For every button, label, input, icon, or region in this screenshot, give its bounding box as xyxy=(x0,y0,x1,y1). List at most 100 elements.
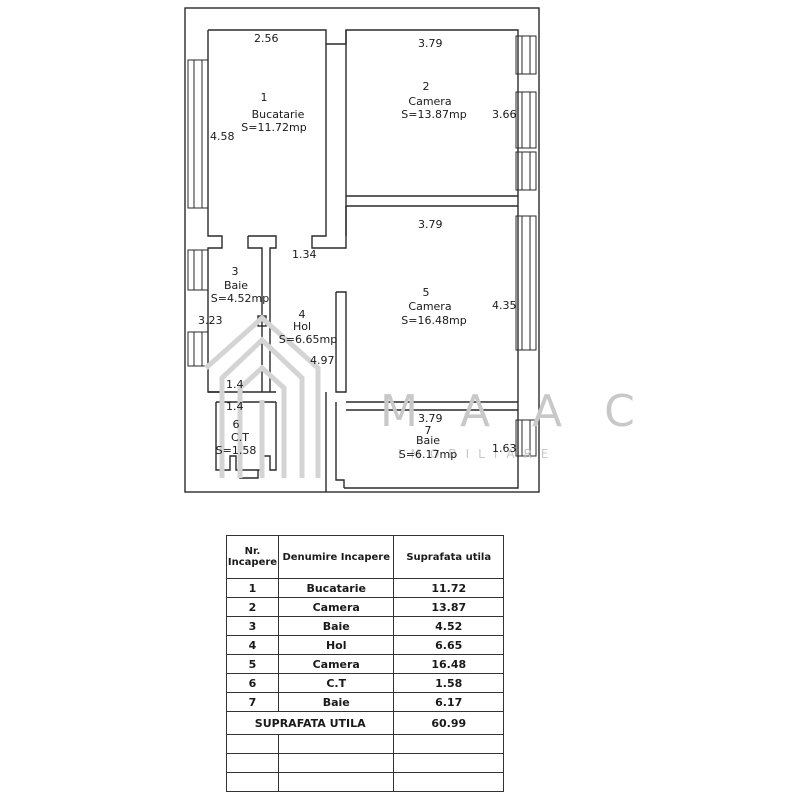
cell-nr: 2 xyxy=(226,597,279,617)
window-kitchen xyxy=(187,59,209,209)
watermark: M A A C IMOBILIARE xyxy=(204,314,649,478)
dim-4-35: 4.35 xyxy=(492,299,517,312)
empty-row xyxy=(226,753,504,773)
room-1-label: 1 Bucatarie S=11.72mp xyxy=(241,91,306,134)
dim-4-58: 4.58 xyxy=(210,130,235,143)
room-labels: 1 Bucatarie S=11.72mp 2 Camera S=13.87mp… xyxy=(211,80,467,461)
cell-area: 6.65 xyxy=(393,635,504,655)
room-6-nr: 6 xyxy=(233,418,240,431)
total-value: 60.99 xyxy=(393,711,504,735)
room-3-name: Baie xyxy=(224,279,248,292)
room-4-nr: 4 xyxy=(299,308,306,321)
room-2-name: Camera xyxy=(408,95,451,108)
windows xyxy=(187,35,537,457)
ct-walls xyxy=(215,402,277,471)
room-4-name: Hol xyxy=(293,320,311,333)
room-6-area: S=1.58 xyxy=(216,444,257,457)
room-5-name: Camera xyxy=(408,300,451,313)
empty-cell xyxy=(226,753,279,773)
empty-cell xyxy=(277,734,395,754)
empty-cell xyxy=(393,753,504,773)
dim-3-79-top: 3.79 xyxy=(418,37,443,50)
empty-row xyxy=(226,734,504,754)
cell-area: 16.48 xyxy=(393,654,504,674)
header-nr: Nr. Incapere xyxy=(226,535,279,579)
room-6-label: 6 C.T S=1.58 xyxy=(216,418,257,457)
room-1-nr: 1 xyxy=(261,91,268,104)
room-6-name: C.T xyxy=(231,431,249,444)
table-header-row: Nr. Incapere Denumire Incapere Suprafata… xyxy=(226,535,504,579)
kitchen-partition xyxy=(311,30,347,249)
room-4-label: 4 Hol S=6.65mp xyxy=(279,308,337,346)
room-3-nr: 3 xyxy=(232,265,239,278)
window-bath3-b xyxy=(187,331,209,367)
total-label: SUPRAFATA UTILA xyxy=(225,711,395,735)
dim-3-79-low: 3.79 xyxy=(418,412,443,425)
cell-area: 11.72 xyxy=(393,578,504,598)
room-1-area: S=11.72mp xyxy=(241,121,306,134)
ct-door xyxy=(239,470,259,479)
room-7-name: Baie xyxy=(416,434,440,447)
cell-name: Baie xyxy=(277,692,395,712)
dimension-labels: 2.56 3.79 4.58 3.66 3.79 1.34 3.23 4.35 … xyxy=(198,32,517,455)
cell-name: Camera xyxy=(277,654,395,674)
room-5-nr: 5 xyxy=(423,286,430,299)
empty-cell xyxy=(393,734,504,754)
room-1-name: Bucatarie xyxy=(252,108,305,121)
room-4-area: S=6.65mp xyxy=(279,333,337,346)
watermark-logo xyxy=(204,314,321,478)
cell-area: 13.87 xyxy=(393,597,504,617)
cell-area: 6.17 xyxy=(393,692,504,712)
inner-wall-left xyxy=(207,30,223,393)
window-bath3-a xyxy=(187,249,209,291)
dim-3-79-mid: 3.79 xyxy=(418,218,443,231)
window-room2-b xyxy=(515,91,537,149)
dim-3-23: 3.23 xyxy=(198,314,223,327)
dim-4-97: 4.97 xyxy=(310,354,335,367)
room-2-area: S=13.87mp xyxy=(401,108,466,121)
cell-nr: 1 xyxy=(226,578,279,598)
empty-row xyxy=(226,772,504,792)
cell-name: Hol xyxy=(277,635,395,655)
room-2-label: 2 Camera S=13.87mp xyxy=(401,80,466,121)
room-5-area: S=16.48mp xyxy=(401,314,466,327)
window-bath7 xyxy=(515,419,537,457)
dim-1-63: 1.63 xyxy=(492,442,517,455)
dim-3-66: 3.66 xyxy=(492,108,517,121)
cell-nr: 4 xyxy=(226,635,279,655)
empty-cell xyxy=(277,772,395,792)
window-room2-a xyxy=(515,35,537,75)
room-2-nr: 2 xyxy=(423,80,430,93)
floor-plan: M A A C IMOBILIARE 2.56 3.79 4.58 3.66 3… xyxy=(184,7,649,493)
room-7-label: 7 Baie S=6.17mp xyxy=(399,424,457,461)
cell-name: Bucatarie xyxy=(277,578,395,598)
header-area: Suprafata utila xyxy=(393,535,504,579)
header-name: Denumire Incapere xyxy=(277,535,395,579)
dim-1-4-a: 1.4 xyxy=(226,378,244,391)
window-room2-c xyxy=(515,151,537,191)
empty-cell xyxy=(277,753,395,773)
area-table-grid: Nr. Incapere Denumire Incapere Suprafata… xyxy=(225,535,504,792)
cell-area: 1.58 xyxy=(393,673,504,693)
watermark-sub: IMOBILIARE xyxy=(398,447,557,461)
empty-cell xyxy=(226,772,279,792)
area-table: Nr. Incapere Denumire Incapere Suprafata… xyxy=(225,535,504,792)
cell-area: 4.52 xyxy=(393,616,504,636)
cell-nr: 7 xyxy=(226,692,279,712)
total-row: SUPRAFATA UTILA 60.99 xyxy=(225,711,504,735)
watermark-brand: M A A C xyxy=(380,386,649,437)
cell-nr: 6 xyxy=(226,673,279,693)
cell-name: C.T xyxy=(277,673,395,693)
bath7-left-wall xyxy=(335,402,345,488)
cell-nr: 5 xyxy=(226,654,279,674)
dim-1-4-b: 1.4 xyxy=(226,400,244,413)
outer-wall xyxy=(184,7,540,493)
hall-column xyxy=(335,291,347,393)
